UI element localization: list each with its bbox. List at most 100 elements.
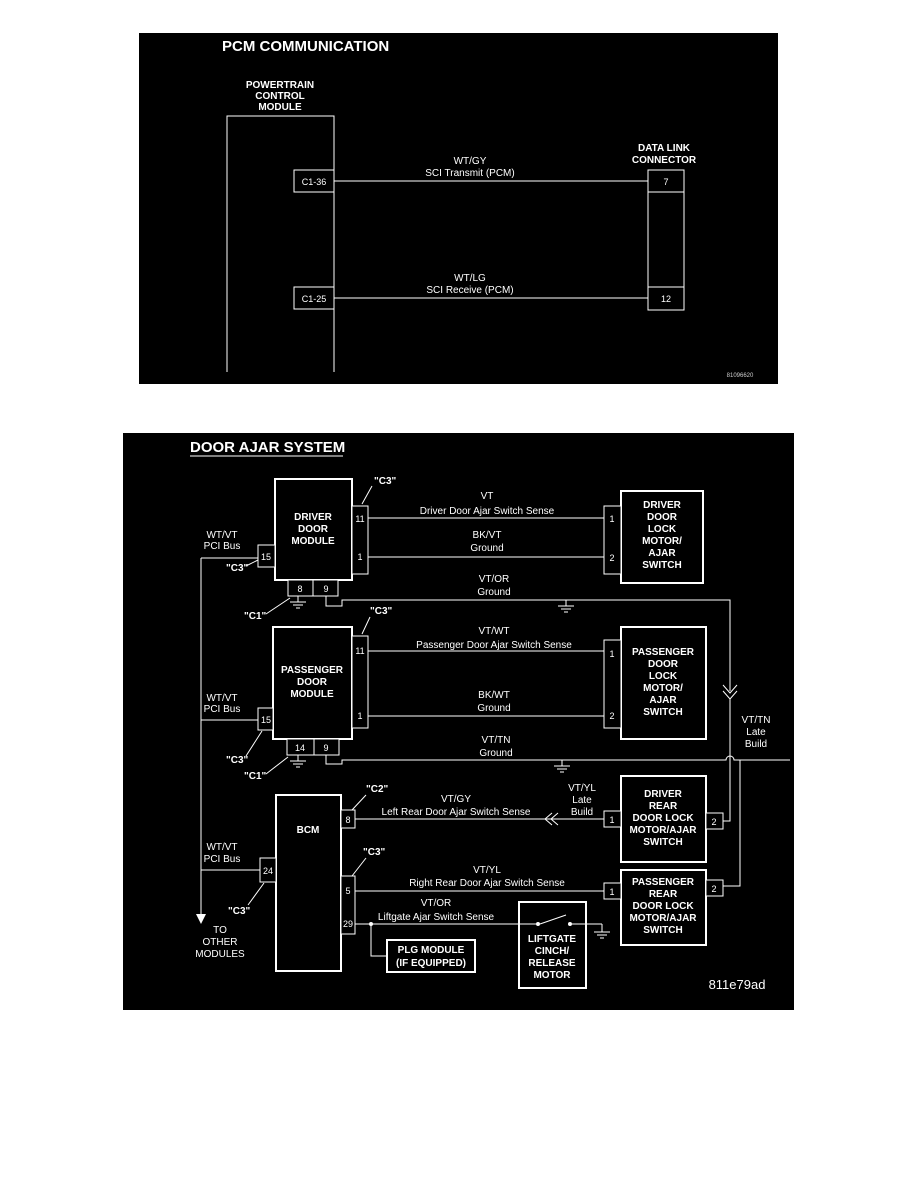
passenger-door-module-label-3: MODULE	[290, 689, 334, 700]
plg-module	[386, 939, 476, 973]
passenger-c1-leader	[265, 756, 289, 775]
pci-color-driver: WT/VT	[206, 530, 237, 541]
passenger-module-ground-wire	[325, 755, 790, 765]
late-build-mid-1: VT/YL	[568, 783, 596, 794]
passenger-rear-label-1: PASSENGER	[632, 877, 695, 888]
pci-bus-label-passenger: PCI Bus	[204, 704, 241, 715]
passenger-lock-label-4: MOTOR/	[643, 683, 683, 694]
driver-mod-ground-desc: Ground	[477, 587, 510, 598]
passenger-lock-label-1: PASSENGER	[632, 647, 695, 658]
driver-rear-label-4: MOTOR/AJAR	[629, 825, 697, 836]
pci-color-bcm: WT/VT	[206, 842, 237, 853]
passenger-lock-label-6: SWITCH	[643, 707, 682, 718]
bcm-pci-c3-label: "C3"	[228, 906, 251, 917]
to-other-modules-3: MODULES	[195, 949, 245, 960]
driver-module-ground-icon	[290, 596, 306, 609]
driver-rear-lock-switch	[620, 775, 707, 863]
pcm-module-label-1: POWERTRAIN	[246, 80, 314, 91]
liftgate-label-1: LIFTGATE	[528, 934, 576, 945]
passenger-rear-label-2: REAR	[649, 889, 678, 900]
driver-ground-color: BK/VT	[473, 530, 502, 541]
passenger-pci-c3-label: "C3"	[226, 755, 249, 766]
driver-pci-c3-label: "C3"	[226, 563, 249, 574]
passenger-module-ground-icon	[290, 755, 306, 768]
driver-pin-15: 15	[261, 552, 271, 562]
passenger-ground-color: BK/WT	[478, 690, 510, 701]
driver-c3-leader	[361, 485, 373, 505]
passenger-c3-label: "C3"	[370, 606, 393, 617]
driver-mod-ground-color: VT/OR	[479, 574, 510, 585]
to-other-modules-1: TO	[213, 925, 227, 936]
left-rear-chevron-icon	[544, 812, 559, 826]
driver-lock-label-6: SWITCH	[642, 560, 681, 571]
passenger-rear-pin-1: 1	[609, 887, 614, 897]
driver-rear-pin-2: 2	[711, 817, 716, 827]
driver-door-module-label-1: DRIVER	[294, 512, 333, 523]
plg-label-1: PLG MODULE	[398, 945, 465, 956]
passenger-sense-color: VT/WT	[478, 626, 509, 637]
passenger-door-lock-switch	[620, 626, 707, 740]
door-ajar-system-diagram: DOOR AJAR SYSTEM TO OTHER MODULES WT/VT …	[123, 433, 794, 1010]
late-build-right-1: VT/TN	[742, 715, 771, 726]
dlc-label-1: DATA LINK	[638, 143, 691, 154]
door-figure-code: 811e79ad	[709, 977, 766, 992]
passenger-pin-9: 9	[323, 743, 328, 753]
driver-door-lock-switch	[620, 490, 704, 584]
pcm-diagram-title: PCM COMMUNICATION	[222, 38, 389, 55]
bcm-c3-label: "C3"	[363, 847, 386, 858]
driver-lock-label-4: MOTOR/	[642, 536, 682, 547]
left-rear-color: VT/GY	[441, 794, 471, 805]
liftgate-label-3: RELEASE	[528, 958, 576, 969]
pci-bus-label-bcm: PCI Bus	[204, 854, 241, 865]
sci-transmit-desc: SCI Transmit (PCM)	[425, 168, 514, 179]
passenger-module-c3-connector	[351, 635, 369, 729]
left-rear-desc: Left Rear Door Ajar Switch Sense	[382, 807, 531, 818]
driver-lock-pin-1: 1	[609, 514, 614, 524]
bcm-pci-c3-leader	[247, 882, 265, 906]
late-build-right-2: Late	[746, 727, 766, 738]
pcm-communication-diagram: PCM COMMUNICATION POWERTRAIN CONTROL MOD…	[139, 33, 778, 384]
passenger-lock-label-3: LOCK	[649, 671, 678, 682]
plg-feed-wire	[370, 924, 387, 957]
driver-lock-label-5: AJAR	[648, 548, 676, 559]
driver-lock-label-1: DRIVER	[643, 500, 682, 511]
passenger-lock-label-5: AJAR	[649, 695, 677, 706]
driver-module-ground-wire	[325, 596, 731, 691]
dlc-pin-12	[647, 286, 685, 311]
pcm-pin-c1-25-label: C1-25	[302, 294, 327, 304]
driver-module-pci-connector	[257, 544, 276, 568]
driver-module-c3-connector	[351, 505, 369, 575]
passenger-door-module-label-2: DOOR	[297, 677, 328, 688]
driver-sense-desc: Driver Door Ajar Switch Sense	[420, 506, 555, 517]
pcm-module-label-2: CONTROL	[255, 91, 304, 102]
pci-bus-label-driver: PCI Bus	[204, 541, 241, 552]
liftgate-switch-icon	[519, 914, 610, 939]
driver-pin-11: 11	[355, 514, 364, 524]
passenger-lock-connector	[603, 639, 622, 729]
driver-lock-connector	[603, 505, 622, 575]
passenger-rear-lock-switch	[620, 869, 707, 946]
right-rear-color: VT/YL	[473, 865, 501, 876]
pci-bus-arrow-icon	[196, 914, 206, 924]
driver-rear-ground-wire	[723, 760, 731, 822]
driver-rear-pin-1-box	[603, 810, 622, 828]
driver-pin-1: 1	[357, 552, 362, 562]
passenger-pin-14: 14	[295, 743, 305, 753]
bcm-pin-29: 29	[343, 919, 353, 929]
dlc-label-2: CONNECTOR	[632, 155, 697, 166]
passenger-module-c1-connector	[286, 738, 340, 756]
passenger-wire-ground-icon	[554, 760, 570, 773]
driver-c1-label: "C1"	[244, 611, 267, 622]
passenger-rear-pin-1-box	[603, 882, 622, 900]
driver-rear-label-2: REAR	[649, 801, 678, 812]
passenger-pin-11: 11	[355, 646, 364, 656]
liftgate-motor	[518, 901, 587, 989]
pcm-module-outline	[226, 115, 335, 372]
dlc-pin-7-label: 7	[663, 177, 668, 187]
passenger-rear-pin-2: 2	[711, 884, 716, 894]
door-diagram-title: DOOR AJAR SYSTEM	[190, 439, 345, 456]
bcm-label: BCM	[297, 825, 320, 836]
passenger-lock-pin-2: 2	[609, 711, 614, 721]
driver-c1-leader	[265, 597, 291, 615]
